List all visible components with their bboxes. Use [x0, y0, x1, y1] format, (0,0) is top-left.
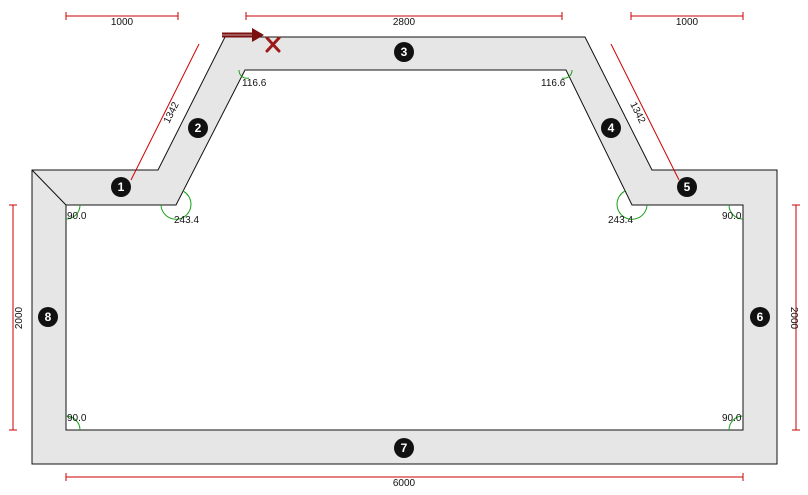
segment-badge-2[interactable]: 2 [188, 118, 208, 138]
angle-reflex-right: 243.4 [608, 215, 633, 226]
dim-top-right: 1000 [676, 17, 699, 28]
svg-text:6: 6 [757, 310, 764, 324]
start-arrow-icon[interactable] [222, 28, 264, 42]
svg-text:4: 4 [608, 121, 615, 135]
svg-text:1: 1 [118, 180, 125, 194]
dim-left: 2000 [14, 306, 25, 329]
wall-band[interactable] [31, 36, 778, 465]
angle-reflex-left: 243.4 [174, 215, 199, 226]
angle-inner-top-right: 90.0 [722, 211, 742, 222]
segment-badge-4[interactable]: 4 [601, 118, 621, 138]
dim-bottom: 6000 [393, 478, 416, 489]
angle-arcs [65, 69, 744, 431]
dim-top-middle: 2800 [393, 17, 416, 28]
dim-right: 2000 [788, 307, 799, 330]
svg-text:8: 8 [45, 310, 52, 324]
svg-text:7: 7 [401, 441, 408, 455]
svg-text:2: 2 [195, 121, 202, 135]
angle-inner-bottom-left: 90.0 [67, 413, 87, 424]
dimension-lines [9, 12, 800, 481]
angle-inner-bottom-right: 90.0 [722, 413, 742, 424]
dim-diag-left: 1342 [162, 100, 182, 125]
dim-top-left: 1000 [111, 17, 134, 28]
segment-badge-8[interactable]: 8 [38, 307, 58, 327]
angle-obtuse-left: 116.6 [242, 78, 267, 89]
svg-text:3: 3 [401, 45, 408, 59]
angle-inner-top-left: 90.0 [67, 211, 87, 222]
close-icon[interactable] [265, 36, 281, 53]
segment-badge-1[interactable]: 1 [111, 177, 131, 197]
corner-miter [31, 169, 67, 206]
angle-obtuse-right: 116.6 [541, 78, 566, 89]
dim-diag-right: 1342 [627, 100, 647, 125]
svg-text:5: 5 [684, 180, 691, 194]
segment-badge-3[interactable]: 3 [394, 42, 414, 62]
segment-badge-7[interactable]: 7 [394, 438, 414, 458]
segment-badge-5[interactable]: 5 [677, 177, 697, 197]
segment-badge-6[interactable]: 6 [750, 307, 770, 327]
